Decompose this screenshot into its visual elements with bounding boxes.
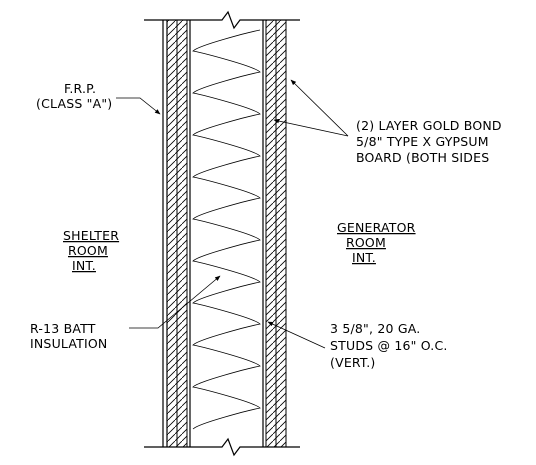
- studs-label-line3: (VERT.): [330, 355, 376, 370]
- left-gypsum-board-outer: [166, 19, 178, 448]
- top-break-line: [144, 10, 300, 30]
- batt-leader: [129, 275, 221, 329]
- gypsum-label-line2: 5/8" TYPE X GYPSUM: [356, 134, 489, 149]
- left-wall-layers: [162, 19, 191, 448]
- generator-room-label-line1: GENERATOR: [337, 220, 416, 235]
- gypsum-label-line1: (2) LAYER GOLD BOND: [356, 118, 502, 133]
- gypsum-label-line3: BOARD (BOTH SIDES: [356, 150, 489, 165]
- studs-leader: [267, 321, 326, 349]
- generator-room-label-line2: ROOM: [346, 235, 386, 250]
- generator-room-label-line3: INT.: [352, 250, 376, 265]
- batt-insulation-zigzag: [192, 29, 261, 430]
- right-wall-layers: [262, 19, 287, 448]
- batt-label-line2: INSULATION: [30, 336, 107, 351]
- studs-label-line1: 3 5/8", 20 GA.: [330, 321, 420, 336]
- gypsum-leaders: [273, 79, 349, 137]
- studs-label-line2: STUDS @ 16" O.C.: [330, 338, 448, 353]
- left-gypsum-board-inner: [176, 19, 188, 448]
- right-gypsum-board-outer: [275, 19, 287, 448]
- right-gypsum-board-inner: [265, 19, 277, 448]
- batt-label-line1: R-13 BATT: [30, 321, 96, 336]
- frp-label-line2: (CLASS "A"): [36, 96, 112, 111]
- shelter-room-label-line1: SHELTER: [63, 228, 119, 243]
- shelter-room-label-line2: ROOM: [68, 243, 108, 258]
- bottom-break-line: [144, 437, 300, 457]
- frp-leader: [116, 97, 161, 115]
- frp-label-line1: F.R.P.: [64, 81, 96, 96]
- shelter-room-label-line3: INT.: [72, 258, 96, 273]
